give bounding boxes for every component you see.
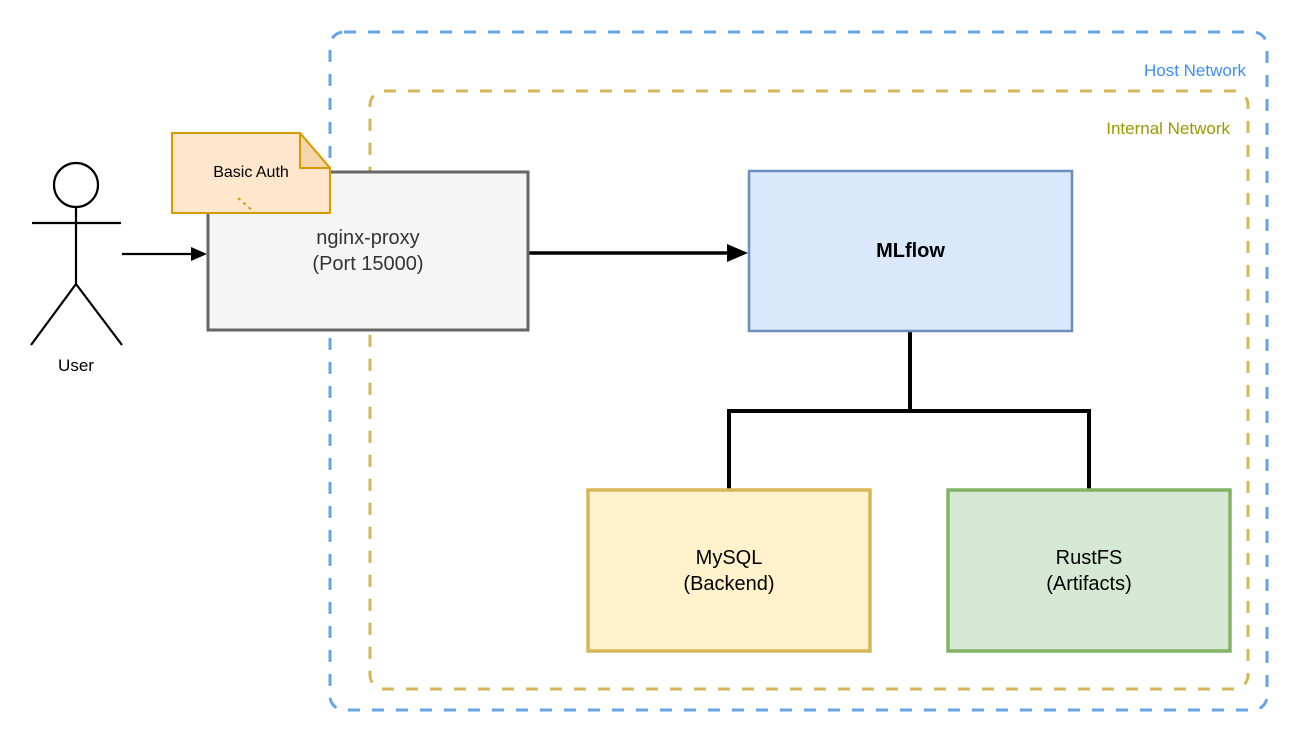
basic-auth-note-body <box>171 132 331 214</box>
connector-mlflow-to-backends <box>727 331 1091 490</box>
user-right-leg <box>75 283 123 346</box>
user-figure-icon <box>30 161 123 346</box>
arrow-user-to-nginx-head <box>191 247 207 261</box>
basic-auth-note-shape <box>171 132 331 214</box>
user-head <box>52 161 100 209</box>
host-network-boundary <box>328 30 1269 712</box>
user-left-leg <box>30 283 77 346</box>
basic-auth-note-fold <box>299 132 331 169</box>
mlflow-node <box>747 169 1074 333</box>
rustfs-node <box>946 488 1232 653</box>
internal-network-boundary <box>368 89 1250 691</box>
arrow-user-to-nginx <box>122 247 207 261</box>
arrow-nginx-to-mlflow-head <box>727 244 748 262</box>
arrow-nginx-to-mlflow <box>529 244 748 262</box>
mysql-node <box>586 488 872 653</box>
